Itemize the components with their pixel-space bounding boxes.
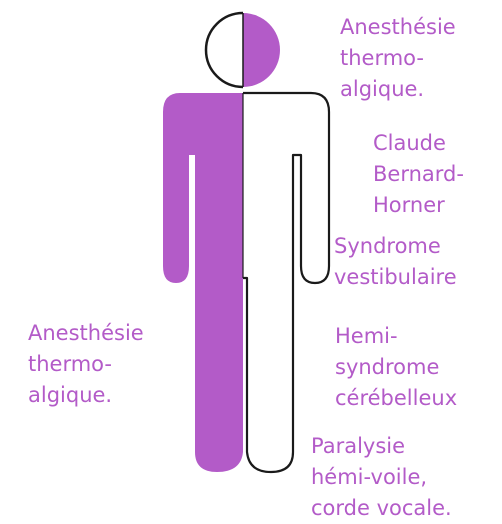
head (206, 13, 280, 87)
label-line: algique. (28, 380, 144, 411)
body-right-half (243, 93, 329, 472)
label-hemi-syndrome-cerebelleux: Hemi- syndrome cérébelleux (335, 321, 457, 414)
label-syndrome-vestibulaire: Syndrome vestibulaire (334, 231, 457, 293)
label-line: algique. (340, 74, 456, 105)
label-line: hémi-voile, (311, 462, 452, 493)
label-line: syndrome (335, 352, 457, 383)
label-paralysie: Paralysie hémi-voile, corde vocale. (311, 431, 452, 524)
label-line: corde vocale. (311, 493, 452, 524)
label-line: Bernard- (373, 159, 464, 190)
label-anesthesie-right: Anesthésie thermo- algique. (340, 12, 456, 105)
head-left-half (206, 13, 243, 87)
label-line: vestibulaire (334, 262, 457, 293)
label-line: Paralysie (311, 431, 452, 462)
label-anesthesie-left: Anesthésie thermo- algique. (28, 318, 144, 411)
label-line: thermo- (340, 43, 456, 74)
label-line: thermo- (28, 349, 144, 380)
label-line: Syndrome (334, 231, 457, 262)
label-line: cérébelleux (335, 383, 457, 414)
label-line: Anesthésie (28, 318, 144, 349)
label-line: Horner (373, 190, 464, 221)
label-line: Hemi- (335, 321, 457, 352)
label-line: Anesthésie (340, 12, 456, 43)
head-right-half (243, 13, 280, 87)
label-line: Claude (373, 128, 464, 159)
label-claude-bernard-horner: Claude Bernard- Horner (373, 128, 464, 221)
body-left-half (163, 93, 243, 472)
